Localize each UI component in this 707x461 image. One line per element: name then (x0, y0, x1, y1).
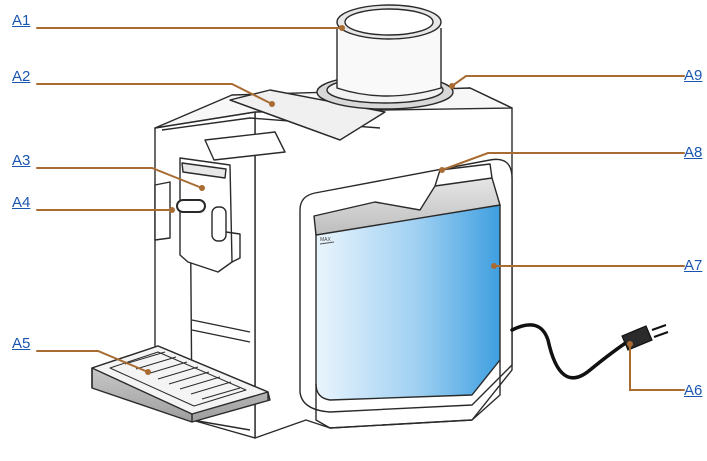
leader-lines (36, 27, 685, 391)
callout-a9[interactable]: A9 (684, 67, 703, 84)
outlet-nozzle-left (176, 199, 206, 213)
leader-a8 (441, 152, 685, 171)
callout-a5[interactable]: A5 (12, 335, 31, 352)
callout-a7[interactable]: A7 (684, 257, 703, 274)
bean-hopper (316, 4, 454, 110)
callout-a6[interactable]: A6 (684, 382, 703, 399)
water-tank-lid (313, 177, 501, 236)
leader-dots (145, 25, 633, 375)
callout-a4[interactable]: A4 (12, 194, 31, 211)
display-panel (204, 131, 286, 161)
leader-a2 (36, 83, 273, 105)
callout-a8[interactable]: A8 (684, 144, 703, 161)
tank-max-mark: MAX (319, 237, 335, 245)
drip-tray (91, 345, 271, 423)
coffee-outlet (179, 157, 233, 273)
leader-a5 (36, 350, 149, 373)
callout-a1[interactable]: A1 (12, 12, 31, 29)
callout-a2[interactable]: A2 (12, 68, 31, 85)
outlet-nozzle-right (211, 206, 227, 242)
leader-a9 (451, 75, 685, 87)
tank-max-text: MAX (320, 237, 332, 243)
power-cable (510, 323, 632, 380)
callout-a3[interactable]: A3 (12, 152, 31, 169)
leader-a3 (36, 167, 203, 189)
leader-a6 (629, 343, 685, 391)
water-tank (315, 204, 501, 401)
